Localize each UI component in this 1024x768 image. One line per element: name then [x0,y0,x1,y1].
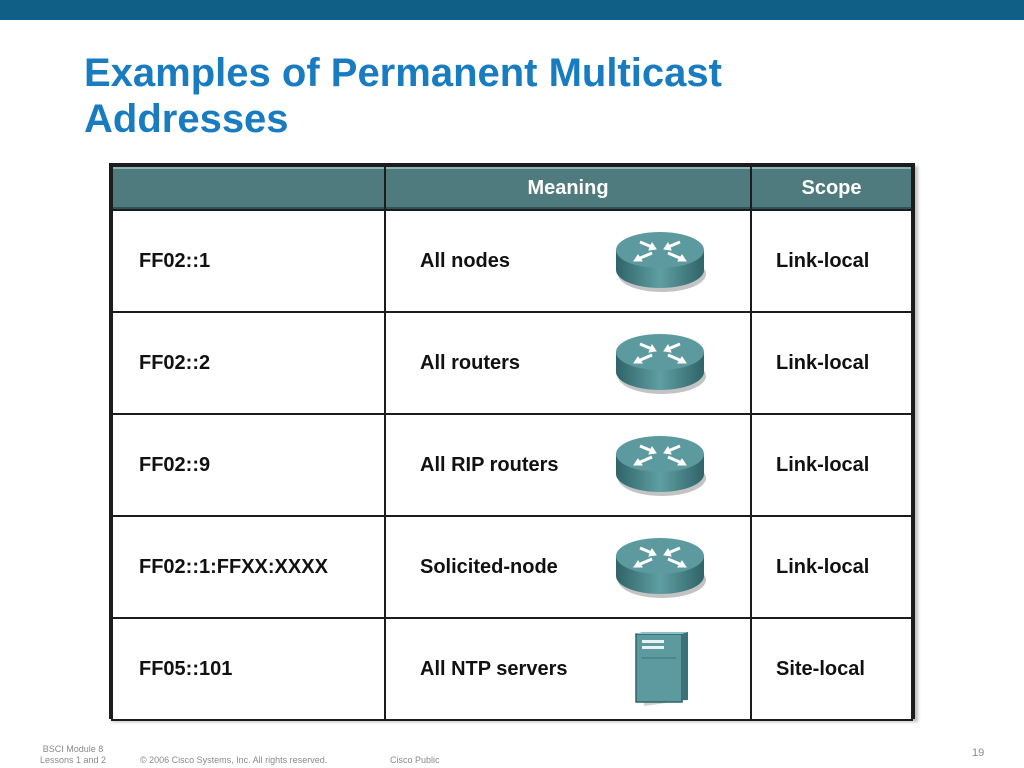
server-icon [635,632,688,706]
top-bar [0,0,1024,20]
meaning-cell: All RIP routers [384,413,752,517]
header-address [111,165,386,211]
slide-title-line-2: Addresses [84,97,289,141]
meaning-cell: Solicited-node [384,515,752,619]
meaning-cell: All nodes [384,209,752,313]
scope-cell: Link-local [750,311,913,415]
table-row: FF02::9 All RIP routers [111,413,913,517]
address-cell: FF02::9 [111,413,386,517]
footer-module-line-1: BSCI Module 8 [42,744,104,754]
address-cell: FF05::101 [111,617,386,721]
address-cell: FF02::1 [111,209,386,313]
table-row: FF02::1:FFXX:XXXX Solicited-node [111,515,913,619]
table-row: FF02::1 All nodes [111,209,913,313]
meaning-cell: All NTP servers [384,617,752,721]
header-scope: Scope [750,165,913,211]
slide-title-line-1: Examples of Permanent Multicast [84,51,722,95]
multicast-table: Meaning Scope FF02::1 All nodes [109,163,915,721]
meaning-label: All routers [420,351,521,374]
router-icon [616,232,706,292]
table-row: FF02::2 All routers [111,311,913,415]
address-cell: FF02::2 [111,311,386,415]
table-header-row: Meaning Scope [111,165,913,211]
slide-title: Examples of Permanent Multicast Addresse… [84,50,984,142]
header-meaning: Meaning [384,165,752,211]
router-icon [616,538,706,598]
scope-cell: Link-local [750,209,913,313]
meaning-label: All NTP servers [420,657,568,680]
meaning-label: Solicited-node [420,555,558,578]
meaning-cell: All routers [384,311,752,415]
footer-module-line-2: Lessons 1 and 2 [40,755,107,765]
address-cell: FF02::1:FFXX:XXXX [111,515,386,619]
scope-cell: Link-local [750,515,913,619]
footer-module: BSCI Module 8 Lessons 1 and 2 [40,744,106,766]
meaning-label: All RIP routers [420,453,559,476]
footer-classification: Cisco Public [390,755,440,765]
meaning-label: All nodes [420,249,511,272]
page-number: 19 [972,747,985,759]
footer-copyright: © 2006 Cisco Systems, Inc. All rights re… [140,755,328,765]
router-icon [616,436,706,496]
scope-cell: Link-local [750,413,913,517]
router-icon [616,334,706,394]
scope-cell: Site-local [750,617,913,721]
table-row: FF05::101 All NTP servers Site-local [111,617,913,721]
